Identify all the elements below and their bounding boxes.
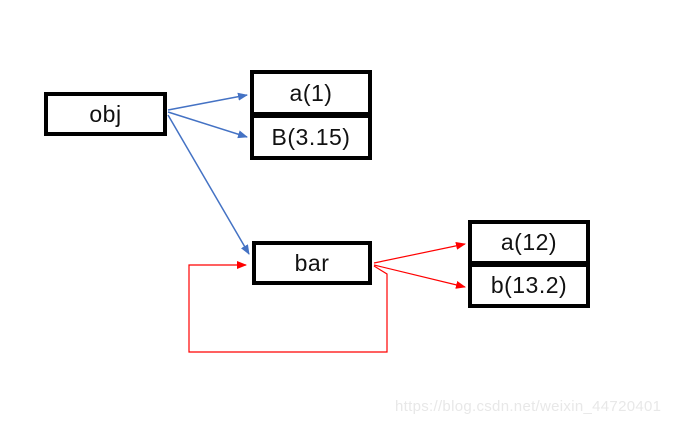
cell-a1: a(1) <box>250 70 372 116</box>
cell-b132-label: b(13.2) <box>490 272 568 298</box>
cell-b315: B(3.15) <box>250 114 372 160</box>
cell-b315-label: B(3.15) <box>271 123 351 150</box>
node-bar-label: bar <box>294 249 330 276</box>
obj-attrs-record: a(1) B(3.15) <box>250 70 372 160</box>
cell-a12: a(12) <box>468 220 590 265</box>
cell-b132: b(13.2) <box>468 263 590 308</box>
node-bar: bar <box>252 241 372 285</box>
cell-a1-label: a(1) <box>289 79 333 106</box>
node-obj-label: obj <box>89 100 122 127</box>
cell-a12-label: a(12) <box>500 229 558 255</box>
watermark-text: https://blog.csdn.net/weixin_44720401 <box>395 398 662 415</box>
node-obj: obj <box>44 92 167 136</box>
bar-attrs-record: a(12) b(13.2) <box>468 220 590 308</box>
edge-bar-to-b132 <box>373 264 466 289</box>
edge-obj-to-b315 <box>167 111 248 139</box>
edge-obj-to-bar <box>167 114 250 255</box>
edge-bar-to-a12 <box>373 241 466 264</box>
edge-obj-to-a1 <box>167 92 248 111</box>
